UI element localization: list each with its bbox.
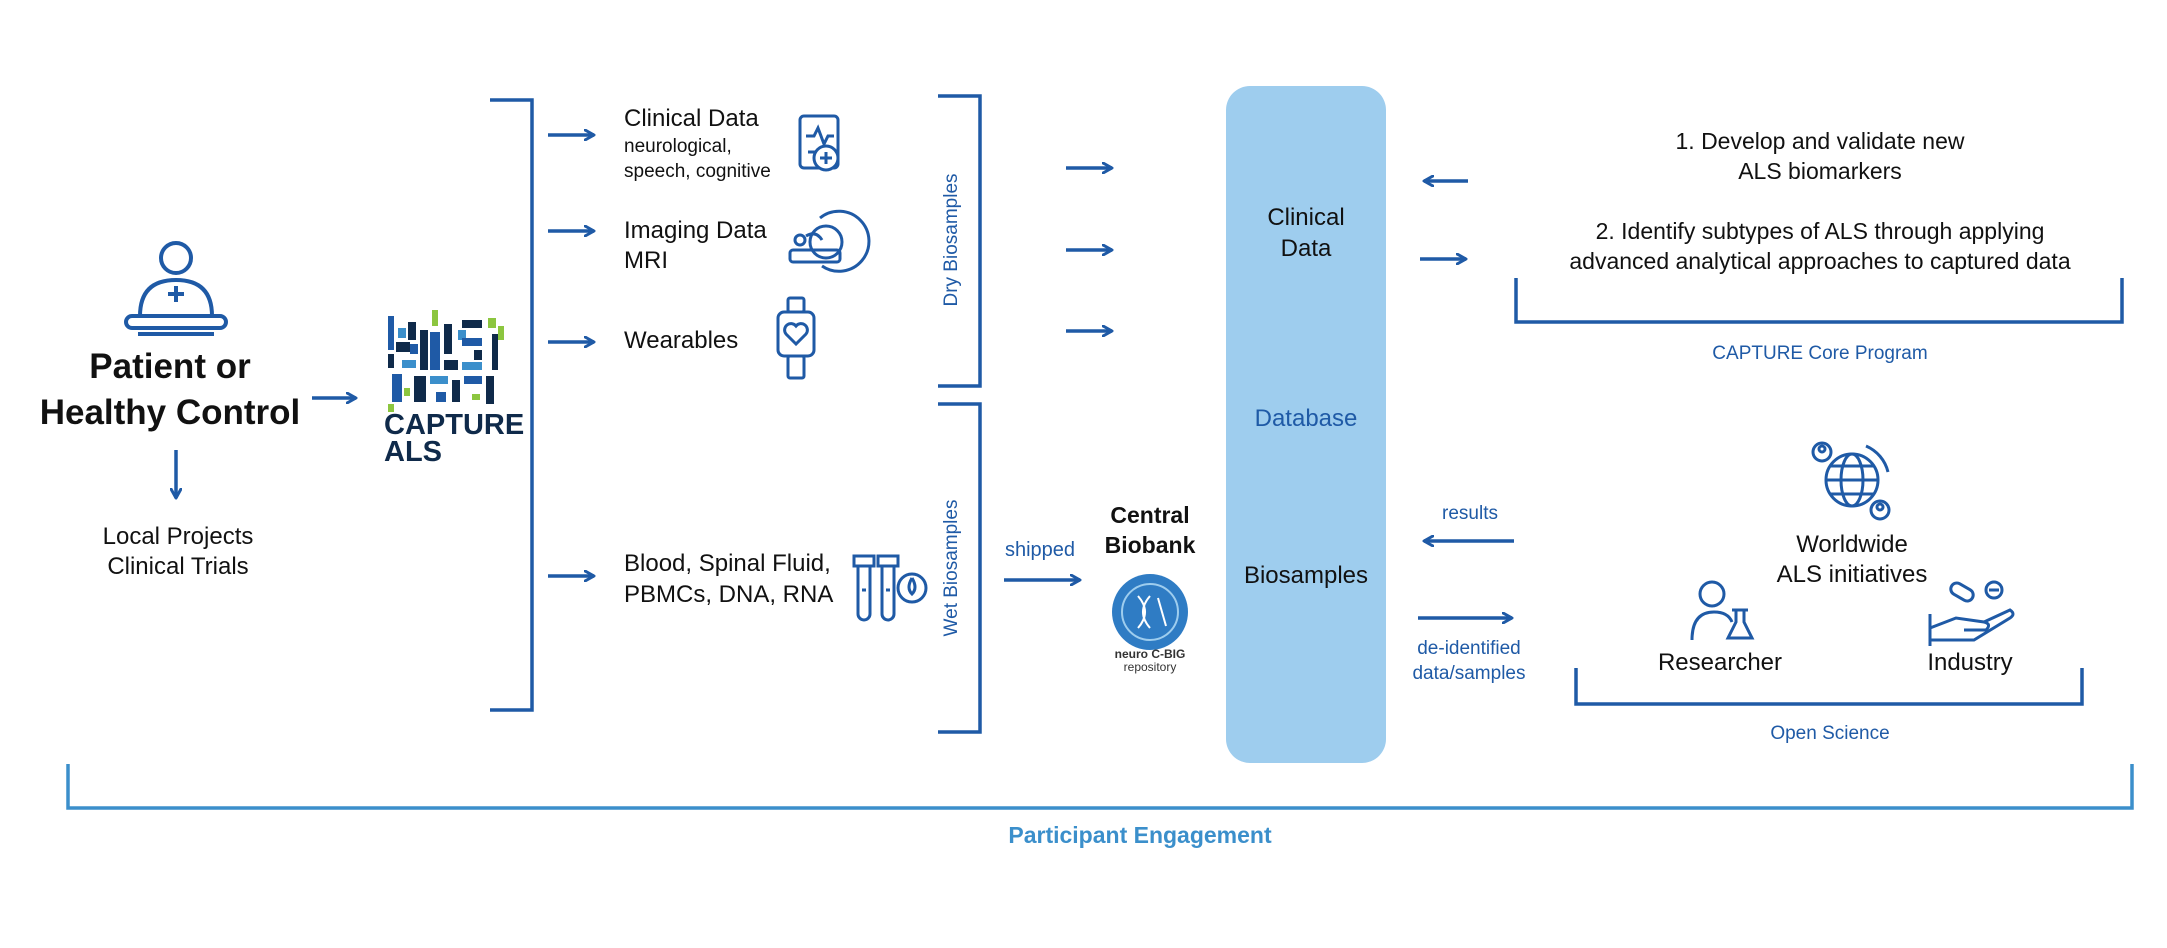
biobank-logo-name: neuro C-BIG: [1114, 647, 1186, 661]
participant-engagement-label: Participant Engagement: [1008, 822, 1272, 848]
pills-hand-icon: [1928, 580, 2015, 646]
engagement-bracket: [66, 764, 2134, 810]
db-clinical-line2: Data: [1280, 235, 1332, 262]
shipped-label: shipped: [1004, 539, 1076, 561]
local-projects-text: Local Projects Clinical Trials: [60, 522, 296, 582]
logo-line1: CAPTURE: [384, 409, 525, 441]
smartwatch-icon: [776, 296, 816, 380]
clinical-data-label: Clinical Data neurological, speech, cogn…: [624, 104, 771, 184]
biobank-logo: [1112, 574, 1188, 650]
local-line1: Local Projects: [102, 523, 254, 550]
dry-biosamples-label: Dry Biosamples: [941, 173, 962, 307]
biosamples-input-label: Blood, Spinal Fluid, PBMCs, DNA, RNA: [624, 548, 833, 610]
core-item1-line1: 1. Develop and validate new: [1675, 128, 1965, 154]
patient-title-line2: Healthy Control: [39, 393, 301, 432]
capture-als-logo-mark: [388, 310, 504, 412]
open-science-bracket: [1574, 668, 2084, 706]
researcher-label: Researcher: [1657, 649, 1783, 676]
capture-als-logo-text: CAPTURE ALS: [384, 409, 525, 468]
bio-line1: Blood, Spinal Fluid,: [624, 550, 831, 577]
core-item1-line2: ALS biomarkers: [1738, 158, 1902, 184]
patient-icon: [124, 241, 228, 336]
patient-title: Patient or Healthy Control: [20, 344, 320, 436]
database-label: Database: [1254, 405, 1358, 432]
deidentified-line2: data/samples: [1412, 663, 1526, 684]
deidentified-label: de-identified data/samples: [1392, 636, 1546, 686]
wet-bracket: [938, 402, 982, 734]
researcher-icon: [1690, 580, 1755, 641]
mri-scanner-icon: [788, 209, 871, 273]
core-program-label: CAPTURE Core Program: [1712, 343, 1928, 364]
biobank-line2: Biobank: [1104, 532, 1196, 558]
imaging-data-sub: MRI: [624, 247, 668, 274]
worldwide-label: Worldwide ALS initiatives: [1732, 530, 1972, 590]
dry-bracket: [938, 94, 982, 388]
core-item-2: 2. Identify subtypes of ALS through appl…: [1500, 216, 2140, 276]
bio-line2: PBMCs, DNA, RNA: [624, 581, 834, 608]
wearables-label: Wearables: [624, 327, 739, 354]
clinical-data-sub2: speech, cognitive: [624, 161, 771, 182]
core-program-bracket: [1514, 278, 2124, 324]
core-item2-line2: advanced analytical approaches to captur…: [1569, 248, 2071, 274]
biobank-logo-sub: repository: [1123, 660, 1177, 674]
biobank-logo-text: neuro C-BIG repository: [1090, 648, 1210, 674]
imaging-data-title: Imaging Data: [624, 217, 767, 244]
logo-line2: ALS: [384, 436, 442, 468]
patient-title-line1: Patient or: [89, 347, 251, 386]
deidentified-line1: de-identified: [1417, 638, 1521, 659]
capture-bracket: [490, 98, 534, 712]
core-item-1: 1. Develop and validate new ALS biomarke…: [1500, 126, 2140, 186]
clipboard-icon: [798, 114, 840, 172]
test-tubes-icon: [852, 554, 928, 622]
worldwide-line1: Worldwide: [1796, 531, 1908, 558]
clinical-data-sub1: neurological,: [624, 136, 732, 157]
biobank-line1: Central: [1110, 502, 1190, 528]
db-biosamples-label: Biosamples: [1243, 562, 1369, 589]
clinical-data-title: Clinical Data: [624, 105, 759, 132]
imaging-data-label: Imaging Data MRI: [624, 216, 767, 276]
industry-label: Industry: [1927, 649, 2013, 676]
core-item2-line1: 2. Identify subtypes of ALS through appl…: [1595, 218, 2045, 244]
db-clinical-line1: Clinical: [1267, 204, 1345, 231]
db-clinical-data-label: Clinical Data: [1226, 202, 1386, 264]
open-science-label: Open Science: [1770, 723, 1890, 744]
database-column: [1226, 86, 1386, 763]
central-biobank-title: Central Biobank: [1080, 500, 1220, 560]
wet-biosamples-label: Wet Biosamples: [941, 499, 962, 637]
globe-icon: [1811, 441, 1891, 521]
results-label: results: [1442, 503, 1498, 524]
local-line2: Clinical Trials: [107, 553, 249, 580]
worldwide-line2: ALS initiatives: [1776, 561, 1928, 588]
